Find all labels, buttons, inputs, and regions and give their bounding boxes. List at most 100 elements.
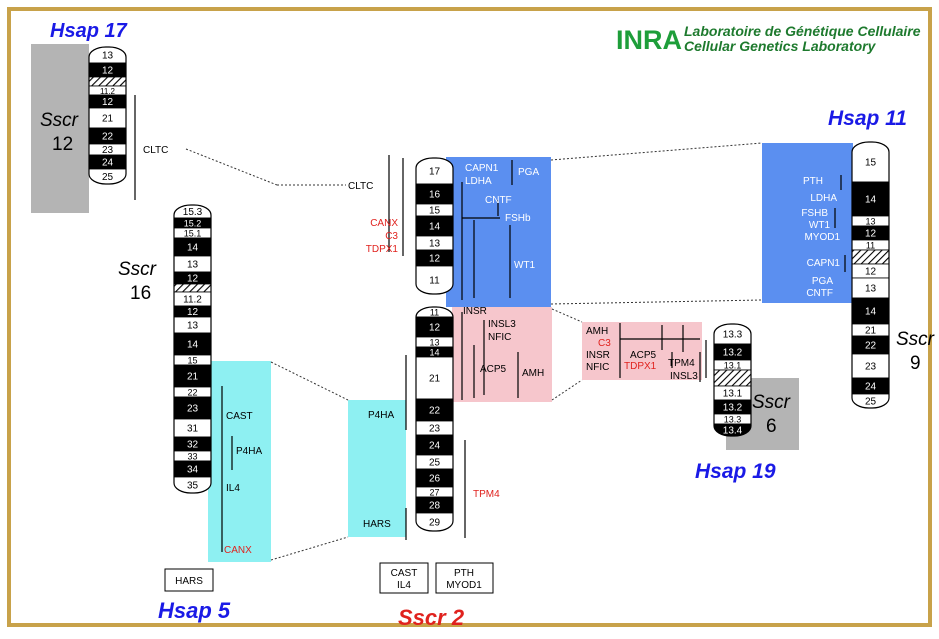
chrom2p-band-label-3: 14 <box>429 222 441 233</box>
label-sscr12-b: 12 <box>52 134 73 155</box>
chrom5-band-label-14: 23 <box>187 404 199 415</box>
gene-insl3-b: INSL3 <box>670 371 698 382</box>
block-cyan-sscr16 <box>208 361 271 562</box>
label-sscr6-b: 6 <box>766 416 777 437</box>
chrom5-band-label-0: 15.3 <box>183 207 203 218</box>
chrom19-band-label-2: 13.1 <box>724 361 742 371</box>
chrom5-band-label-15: 31 <box>187 424 199 435</box>
gene-cast-a: CAST <box>226 411 253 422</box>
gene-wt1-b: WT1 <box>809 220 831 231</box>
chromosome-chrom2q: 11121314212223242526272829 <box>416 307 453 531</box>
label-sscr6-a: Sscr <box>752 392 791 413</box>
title-hsap5: Hsap 5 <box>158 598 231 623</box>
block-blue-sscr9 <box>762 143 853 303</box>
chrom2q-band-label-4: 21 <box>429 374 441 385</box>
chrom2p-band-label-5: 12 <box>429 254 441 265</box>
chrom17-band-label-9: 25 <box>102 172 114 183</box>
chrom17-band-label-6: 22 <box>102 132 114 143</box>
chrom11-band-label-10: 22 <box>865 341 877 352</box>
chrom11-band-label-11: 23 <box>865 362 877 373</box>
chrom2p-band-label-0: 17 <box>429 167 441 178</box>
chrom5-band-label-19: 35 <box>187 481 199 492</box>
inra-logo: INRA Laboratoire de Génétique Cellulaire… <box>616 23 921 55</box>
chrom2p-bands: 17161514131211 <box>416 158 453 294</box>
chrom17-band-label-1: 12 <box>102 66 114 77</box>
chrom5-band-6 <box>174 284 211 292</box>
chrom5-band-label-3: 14 <box>187 243 199 254</box>
chrom5-band-label-16: 32 <box>187 440 199 451</box>
gene-pga-b: PGA <box>812 276 833 287</box>
gene-pga-a: PGA <box>518 167 539 178</box>
gene-myod1-b: MYOD1 <box>804 232 840 243</box>
gene-nfic-b: NFIC <box>586 362 609 373</box>
chrom2q-band-label-12: 29 <box>429 518 441 529</box>
chrom2q-band-label-1: 12 <box>429 323 441 334</box>
label-sscr16-b: 16 <box>130 283 151 304</box>
gene-tdpx1-a: TDPX1 <box>366 244 399 255</box>
label-sscr16-a: Sscr <box>118 259 157 280</box>
gene-tpm4-b: TPM4 <box>668 358 695 369</box>
gene-fshb-a: FSHb <box>505 213 531 224</box>
chrom5-band-label-5: 12 <box>187 274 199 285</box>
chrom19-band-label-1: 13.2 <box>723 348 743 359</box>
title-hsap11: Hsap 11 <box>828 107 907 130</box>
chrom2q-band-label-10: 27 <box>429 488 439 498</box>
chrom2q-band-label-6: 23 <box>429 424 441 435</box>
chrom2q-band-label-2: 13 <box>429 338 439 348</box>
gene-tpm4-a: TPM4 <box>473 489 500 500</box>
chrom5-band-label-9: 13 <box>187 321 199 332</box>
gene-canx-a: CANX <box>370 218 398 229</box>
box-il4-label: IL4 <box>397 580 411 591</box>
chrom17-band-label-0: 13 <box>102 51 114 62</box>
gene-amh-b: AMH <box>586 326 608 337</box>
chrom11-band-label-9: 21 <box>865 326 877 337</box>
chrom2q-band-label-3: 14 <box>429 348 439 358</box>
chrom2q-band-label-0: 11 <box>430 308 439 318</box>
box-pth-label: PTH <box>454 568 474 579</box>
gene-insr-a: INSR <box>463 306 487 317</box>
title-hsap19: Hsap 19 <box>695 460 776 483</box>
chrom17-band-label-4: 12 <box>102 97 114 108</box>
gene-p4ha-b: P4HA <box>236 446 262 457</box>
chrom11-band-label-1: 14 <box>865 195 877 206</box>
chrom11-band-label-4: 11 <box>866 241 875 251</box>
chrom11-band-label-8: 14 <box>865 307 877 318</box>
chrom11-band-label-0: 15 <box>865 158 877 169</box>
chrom5-band-label-12: 21 <box>187 372 199 383</box>
chromosome-chrom17: 131211.2122122232425 <box>89 47 126 184</box>
gene-c3: C3 <box>385 231 398 242</box>
gene-acp5-a: ACP5 <box>480 364 507 375</box>
label-sscr9-b: 9 <box>910 353 921 374</box>
gene-capn1-a: CAPN1 <box>465 163 499 174</box>
chromosome-chrom2p: 17161514131211 <box>416 158 453 294</box>
chrom5-band-label-7: 11.2 <box>183 295 202 306</box>
label-sscr12-a: Sscr <box>40 110 79 131</box>
chrom19-band-label-7: 13.4 <box>723 426 743 437</box>
gene-tdpx1-b: TDPX1 <box>624 361 657 372</box>
chromosome-chrom11: 15141312111213142122232425 <box>852 142 889 408</box>
chrom17-band-label-7: 23 <box>102 145 114 156</box>
chrom2q-band-label-11: 28 <box>429 501 441 512</box>
chrom11-band-label-13: 25 <box>865 397 877 408</box>
chrom5-band-label-11: 15 <box>187 356 197 366</box>
chromosome-chrom19: 13.313.213.113.113.213.313.4 <box>714 324 751 437</box>
chrom2p-band-label-2: 15 <box>429 206 441 217</box>
chrom19-band-label-0: 13.3 <box>723 330 743 341</box>
gene-wt1-a: WT1 <box>514 260 536 271</box>
chrom19-band-label-6: 13.3 <box>724 415 742 425</box>
chrom17-band-label-5: 21 <box>102 114 114 125</box>
box-cast-label: CAST <box>391 568 418 579</box>
gene-insr-b: INSR <box>586 350 610 361</box>
gene-ldha-a: LDHA <box>465 176 492 187</box>
chrom2q-band-label-8: 25 <box>429 458 441 469</box>
gene-amh-a: AMH <box>522 368 544 379</box>
chrom19-band-label-5: 13.2 <box>723 403 743 414</box>
gene-cltc-a: CLTC <box>143 145 168 156</box>
box-hars-label: HARS <box>175 576 203 587</box>
chrom5-band-label-2: 15.1 <box>184 229 202 239</box>
chrom2q-band-label-5: 22 <box>429 406 441 417</box>
chrom2p-band-label-1: 16 <box>429 190 441 201</box>
chrom11-band-label-6: 12 <box>865 267 877 278</box>
